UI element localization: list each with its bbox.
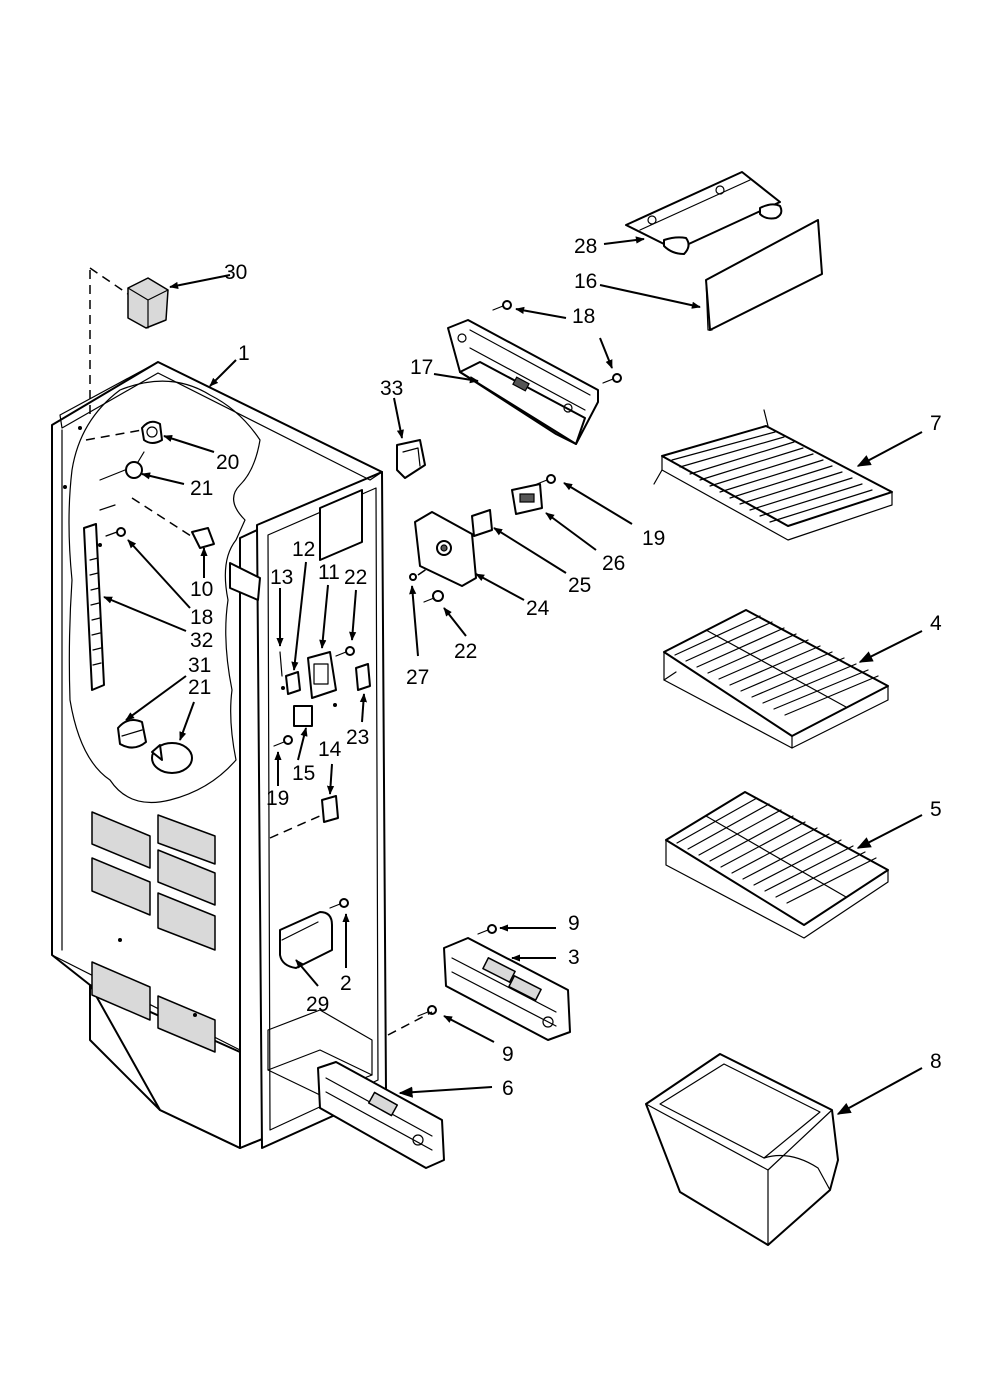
screw-22-upper <box>335 646 355 657</box>
callout-16: 16 <box>574 270 597 293</box>
callout-26: 26 <box>602 552 625 575</box>
callout-10: 10 <box>190 578 213 601</box>
screw-27 <box>409 573 417 581</box>
callout-17: 17 <box>410 356 433 379</box>
liner-vent-panels <box>91 811 216 1053</box>
callout-32: 32 <box>190 629 213 652</box>
clip-10 <box>191 527 215 549</box>
callout-33: 33 <box>380 377 403 400</box>
callout-14: 14 <box>318 738 342 761</box>
callout-21-upper: 21 <box>190 477 213 500</box>
callout-15: 15 <box>292 762 315 785</box>
callout-25: 25 <box>568 574 591 597</box>
freezer-liner <box>51 361 387 1149</box>
callout-1: 1 <box>238 342 250 365</box>
clip-13 <box>279 651 283 677</box>
evaporator-fan-cover-29 <box>279 911 333 969</box>
rail-32 <box>83 523 105 691</box>
bracket-23 <box>355 663 371 691</box>
callout-labels: 30 1 20 21 10 18 32 31 21 12 11 22 13 23… <box>188 235 942 1100</box>
vent-bracket-28 <box>127 277 169 329</box>
callout-30: 28 <box>574 235 597 258</box>
harness-clip-14 <box>269 795 339 839</box>
callout-22-lower: 22 <box>454 640 477 663</box>
callout-5: 5 <box>930 798 942 821</box>
callout-18-upper: 18 <box>572 305 595 328</box>
shelf-7 <box>653 409 893 541</box>
callout-3: 3 <box>568 946 580 969</box>
callout-28: 30 <box>224 261 247 284</box>
shelf-5 <box>665 791 889 939</box>
screw-18-upper <box>492 300 512 311</box>
callout-22-upper: 22 <box>344 566 367 589</box>
trim-3 <box>443 937 571 1041</box>
assembly-line-9 <box>387 1011 433 1036</box>
screw-2 <box>329 898 349 909</box>
callout-23: 23 <box>346 726 369 749</box>
callout-31: 31 <box>188 654 211 677</box>
bracket-25 <box>471 509 493 537</box>
callout-7: 7 <box>930 412 942 435</box>
thermostat-housing-11 <box>307 651 337 699</box>
callout-9-upper: 9 <box>568 912 580 935</box>
shelf-4 <box>663 609 889 749</box>
light-switch-15 <box>293 705 313 727</box>
light-socket-upper <box>141 420 163 444</box>
hinge-30 <box>625 171 783 255</box>
callout-20: 20 <box>216 451 239 474</box>
screw-19-upper <box>536 474 556 485</box>
screw-10-18 <box>105 527 126 537</box>
control-housing-24 <box>414 511 477 587</box>
assembly-line-20 <box>85 429 143 441</box>
callout-8: 8 <box>930 1050 942 1073</box>
assembly-line-28b <box>89 267 129 295</box>
callout-2: 2 <box>340 972 352 995</box>
callout-27: 27 <box>406 666 429 689</box>
screws <box>105 300 622 1017</box>
light-bulb-lower <box>151 742 193 774</box>
screw-19-lower <box>273 735 293 747</box>
callout-9-lower: 9 <box>502 1043 514 1066</box>
hinge-cover-33 <box>396 439 426 479</box>
callout-6: 6 <box>502 1077 514 1100</box>
switch-12 <box>285 671 301 695</box>
callout-18-left: 18 <box>190 606 213 629</box>
bin-8 <box>645 1053 839 1246</box>
callout-21-lower: 21 <box>188 676 211 699</box>
leader-lines <box>103 236 923 1115</box>
assembly-line-10 <box>131 497 195 539</box>
switch-26 <box>511 483 543 515</box>
screw-22-lower <box>423 590 444 603</box>
callout-11: 11 <box>318 561 340 584</box>
trim-6 <box>317 1061 445 1169</box>
callout-4: 4 <box>930 612 942 635</box>
callout-24: 24 <box>526 597 550 620</box>
cover-16 <box>705 219 823 331</box>
callout-12: 12 <box>292 538 315 561</box>
light-socket-lower <box>117 719 147 749</box>
air-duct-17 <box>447 319 599 445</box>
callout-19-lower: 19 <box>266 787 289 810</box>
callout-19-upper: 19 <box>642 527 665 550</box>
screw-9-upper <box>477 924 497 935</box>
callout-13: 13 <box>270 566 293 589</box>
callout-29: 29 <box>306 993 329 1016</box>
screw-18-right <box>602 373 622 384</box>
light-bulb-upper <box>125 451 145 479</box>
screw-9-lower <box>417 1005 437 1017</box>
